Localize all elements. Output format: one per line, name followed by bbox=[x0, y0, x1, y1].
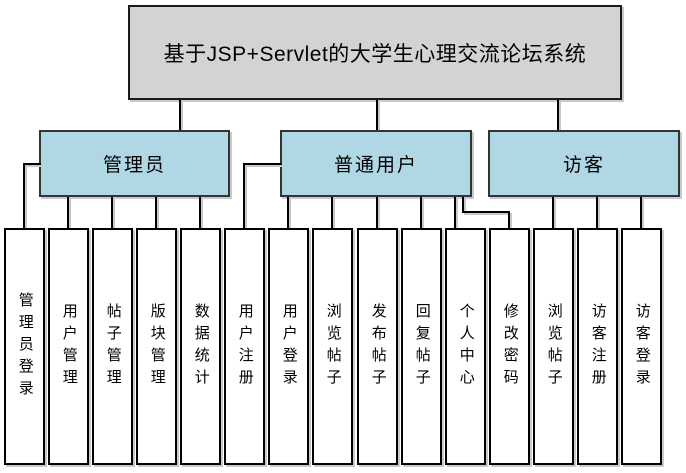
connector-title-regular-user bbox=[376, 100, 378, 131]
task-label-guest-browse-posts: 浏览帖子 bbox=[545, 302, 563, 391]
connector-publish-posts bbox=[376, 197, 378, 230]
task-box-reply-posts: 回复帖子 bbox=[401, 228, 442, 465]
connector-board-mgmt bbox=[155, 197, 157, 230]
connector-guest-register bbox=[596, 197, 598, 230]
connector-reply-posts bbox=[420, 197, 422, 230]
connector-personal-center bbox=[454, 197, 456, 230]
connector-change-password-v2 bbox=[508, 211, 510, 228]
task-box-user-mgmt: 用户管理 bbox=[48, 228, 89, 465]
connector-title-admin bbox=[179, 100, 181, 131]
connector-user-register-v bbox=[243, 163, 245, 228]
task-label-guest-login: 访客登录 bbox=[633, 302, 651, 391]
group-label-admin: 管理员 bbox=[102, 155, 166, 176]
task-label-user-register: 用户注册 bbox=[236, 302, 254, 391]
task-box-post-mgmt: 帖子管理 bbox=[92, 228, 133, 465]
task-box-data-stats: 数据统计 bbox=[180, 228, 221, 465]
task-label-user-login: 用户登录 bbox=[280, 302, 298, 391]
connector-data-stats bbox=[199, 197, 201, 230]
connector-title-guest bbox=[557, 100, 559, 131]
group-box-admin: 管理员 bbox=[39, 130, 230, 197]
title-box: 基于JSP+Servlet的大学生心理交流论坛系统 bbox=[128, 5, 622, 100]
connector-admin-login-h bbox=[23, 163, 41, 165]
task-label-user-mgmt: 用户管理 bbox=[60, 302, 78, 391]
task-label-reply-posts: 回复帖子 bbox=[413, 302, 431, 391]
connector-admin-login-v bbox=[23, 163, 25, 228]
group-label-regular-user: 普通用户 bbox=[333, 155, 418, 176]
title-label: 基于JSP+Servlet的大学生心理交流论坛系统 bbox=[163, 42, 587, 66]
task-label-browse-posts: 浏览帖子 bbox=[324, 302, 342, 391]
task-label-data-stats: 数据统计 bbox=[192, 302, 210, 391]
task-label-guest-register: 访客注册 bbox=[589, 302, 607, 391]
connector-user-mgmt bbox=[67, 197, 69, 230]
task-label-publish-posts: 发布帖子 bbox=[369, 302, 387, 391]
task-box-personal-center: 个人中心 bbox=[445, 228, 486, 465]
task-box-board-mgmt: 版块管理 bbox=[136, 228, 177, 465]
group-label-guest: 访客 bbox=[562, 155, 605, 176]
task-box-user-login: 用户登录 bbox=[268, 228, 309, 465]
task-box-admin-login: 管理员登录 bbox=[4, 228, 45, 465]
connector-user-register-h bbox=[243, 163, 282, 165]
connector-change-password-h bbox=[462, 211, 510, 213]
task-label-post-mgmt: 帖子管理 bbox=[104, 302, 122, 391]
group-box-regular-user: 普通用户 bbox=[280, 130, 472, 197]
task-box-browse-posts: 浏览帖子 bbox=[312, 228, 353, 465]
task-label-personal-center: 个人中心 bbox=[457, 302, 475, 391]
connector-browse-posts bbox=[331, 197, 333, 230]
task-box-publish-posts: 发布帖子 bbox=[357, 228, 398, 465]
task-box-change-password: 修改密码 bbox=[489, 228, 530, 465]
connector-user-login bbox=[287, 197, 289, 230]
group-box-guest: 访客 bbox=[488, 130, 680, 197]
task-box-guest-register: 访客注册 bbox=[577, 228, 618, 465]
task-box-guest-browse-posts: 浏览帖子 bbox=[533, 228, 574, 465]
task-box-guest-login: 访客登录 bbox=[621, 228, 662, 465]
task-label-admin-login: 管理员登录 bbox=[16, 291, 34, 402]
task-label-board-mgmt: 版块管理 bbox=[148, 302, 166, 391]
task-box-user-register: 用户注册 bbox=[224, 228, 265, 465]
connector-change-password-v1 bbox=[462, 197, 464, 213]
connector-guest-login bbox=[640, 197, 642, 230]
task-label-change-password: 修改密码 bbox=[501, 302, 519, 391]
connector-guest-browse-posts bbox=[552, 197, 554, 230]
connector-post-mgmt bbox=[111, 197, 113, 230]
